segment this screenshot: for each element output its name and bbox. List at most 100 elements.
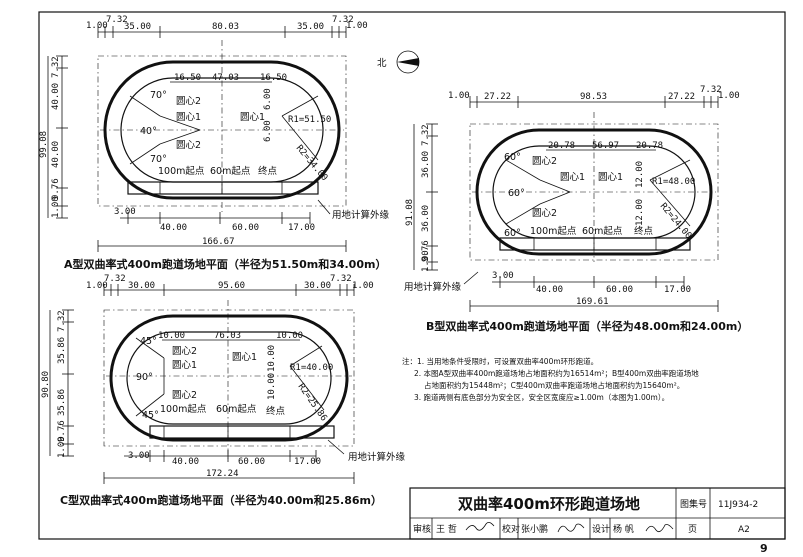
dim-a-bot-3: 17.00 (288, 223, 315, 233)
page-number: 9 (760, 542, 768, 555)
dim-b-top-1: 27.22 (484, 92, 511, 102)
dim-b-top-5: 1.00 (718, 91, 740, 101)
dim-b-bot-2: 60.00 (606, 285, 633, 295)
start-60m-c: 60m起点 (216, 404, 257, 415)
title-block: 双曲率400m环形跑道场地 图集号 11J934-2 审核 王 哲 校对 张小鹏… (409, 487, 786, 540)
note-line-3: 3. 跑道两侧有底色部分为安全区，安全区宽度应≥1.00m（本图为1.00m）。 (414, 392, 669, 402)
checker-signature (557, 523, 585, 533)
plan-a: 1.00 7.32 35.00 80.03 35.00 7.32 1.00 7.… (39, 15, 390, 271)
check-label: 校对 (502, 523, 520, 535)
angle-b-1: 60° (504, 152, 521, 163)
dim-b-total-h: 91.08 (405, 199, 415, 226)
dim-a-left-4: 1.00 (51, 196, 61, 218)
dim-a-left-2: 40.00 (51, 141, 61, 168)
boundary-label-c: 用地计算外缘 (348, 451, 406, 463)
dim-c-left-0: 7.32 (57, 310, 67, 332)
angle-a-1: 70° (150, 90, 167, 101)
dim-c-in-1: 76.03 (214, 331, 241, 341)
dim-b-left-4: 1.00 (421, 250, 431, 272)
dim-c-h1: 10.00 (267, 345, 277, 372)
radius-b-2: R2=24.00 (658, 202, 694, 242)
angle-c-2: 90° (136, 372, 153, 383)
boundary-label-b: 用地计算外缘 (404, 281, 462, 293)
dim-a-top-2: 35.00 (124, 22, 151, 32)
dim-b-top-2: 98.53 (580, 92, 607, 102)
note-line-2: 占地面积约为15448m²；C型400m双曲率跑道场地占地面积约为15640m²… (424, 380, 684, 390)
dim-a-top-0: 1.00 (86, 21, 108, 31)
note-line-1: 2. 本图A型双曲率400m跑道场地占地面积约为16514m²；B型400m双曲… (414, 368, 699, 378)
radius-b-1: R1=48.00 (652, 177, 695, 187)
dim-a-left-1: 40.00 (51, 83, 61, 110)
review-label: 审核 (413, 523, 431, 535)
dim-b-left-2: 36.00 (421, 205, 431, 232)
dim-a-top-1: 7.32 (106, 15, 128, 25)
center2-a-bot: 圆心2 (176, 140, 201, 151)
designer-signature (645, 524, 674, 533)
designer-name: 杨 帆 (613, 523, 634, 535)
dim-a-bot-2: 60.00 (232, 223, 259, 233)
dim-b-in-2: 20.78 (636, 141, 663, 151)
dim-c-bot-3: 17.00 (294, 457, 321, 467)
start-60m-b: 60m起点 (582, 226, 623, 237)
caption-b: B型双曲率式400m跑道场地平面（半径为48.00m和24.00m） (426, 319, 748, 333)
dim-c-left-1: 35.86 (57, 337, 67, 364)
dim-a-in-2: 16.50 (260, 73, 287, 83)
center1-b-left: 圆心1 (560, 172, 585, 183)
dim-a-h1: 6.00 (263, 88, 273, 110)
dim-a-top-6: 1.00 (346, 21, 368, 31)
dim-b-h2: 12.00 (635, 199, 645, 226)
dim-b-in-1: 56.97 (592, 141, 619, 151)
angle-a-2: 40° (140, 126, 157, 137)
reviewer-signature (465, 522, 495, 531)
design-label: 设计 (592, 523, 610, 535)
center2-a-top: 圆心2 (176, 96, 201, 107)
dim-b-top-4: 7.32 (700, 85, 722, 95)
atlas-number: 11J934-2 (718, 500, 758, 510)
dim-c-left-2: 35.86 (57, 389, 67, 416)
angle-a-3: 70° (150, 154, 167, 165)
dim-b-top-0: 1.00 (448, 91, 470, 101)
notes: 注：1. 当用地条件受限时，可设置双曲率400m环形跑道。 2. 本图A型双曲率… (402, 356, 699, 402)
finish-a: 终点 (258, 165, 278, 177)
page-code: A2 (738, 525, 750, 535)
dim-a-total-w: 166.67 (202, 237, 235, 247)
center2-b-bot: 圆心2 (532, 208, 557, 219)
dim-c-top-1: 7.32 (104, 274, 126, 284)
dim-b-total-w: 169.61 (576, 297, 609, 307)
dim-a-total-h: 99.08 (39, 131, 49, 158)
center2-b-top: 圆心2 (532, 156, 557, 167)
start-100m-a: 100m起点 (158, 166, 205, 177)
caption-a: A型双曲率式400m跑道场地平面（半径为51.50m和34.00m） (64, 257, 386, 271)
dim-b-h1: 12.00 (635, 161, 645, 188)
dim-c-h2: 10.00 (267, 373, 277, 400)
dim-a-h2: 6.00 (263, 120, 273, 142)
center1-b-right: 圆心1 (598, 172, 623, 183)
caption-c: C型双曲率式400m跑道场地平面（半径为40.00m和25.86m） (60, 493, 382, 507)
start-60m-a: 60m起点 (210, 166, 251, 177)
page-label: 页 (688, 524, 697, 535)
center1-c-right: 圆心1 (232, 352, 257, 363)
radius-c-1: R1=40.00 (290, 363, 333, 373)
dim-a-left-3: 9.76 (51, 178, 61, 200)
dim-c-top-6: 1.00 (352, 281, 374, 291)
dim-c-top-0: 1.00 (86, 281, 108, 291)
radius-a-1: R1=51.50 (288, 115, 331, 125)
plan-b: 1.00 27.22 98.53 27.22 7.32 1.00 7.32 36… (404, 85, 748, 333)
drawing-title: 双曲率400m环形跑道场地 (458, 495, 640, 513)
dim-a-top-4: 35.00 (297, 22, 324, 32)
center2-c-top: 圆心2 (172, 346, 197, 357)
finish-c: 终点 (266, 405, 286, 417)
start-100m-c: 100m起点 (160, 404, 207, 415)
dim-c-top-3: 95.60 (218, 281, 245, 291)
finish-b: 终点 (634, 225, 654, 237)
north-label: 北 (377, 58, 387, 69)
dim-a-in-0: 16.50 (174, 73, 201, 83)
dim-b-left-3: 9.76 (421, 240, 431, 262)
angle-c-3: 45° (142, 410, 159, 421)
checker-name: 张小鹏 (521, 523, 548, 535)
reviewer-name: 王 哲 (436, 524, 457, 535)
dim-a-in-1: 47.03 (212, 73, 239, 83)
dim-a-bot-0: 3.00 (114, 207, 136, 217)
dim-c-bot-2: 60.00 (238, 457, 265, 467)
dim-c-bot-0: 3.00 (128, 451, 150, 461)
